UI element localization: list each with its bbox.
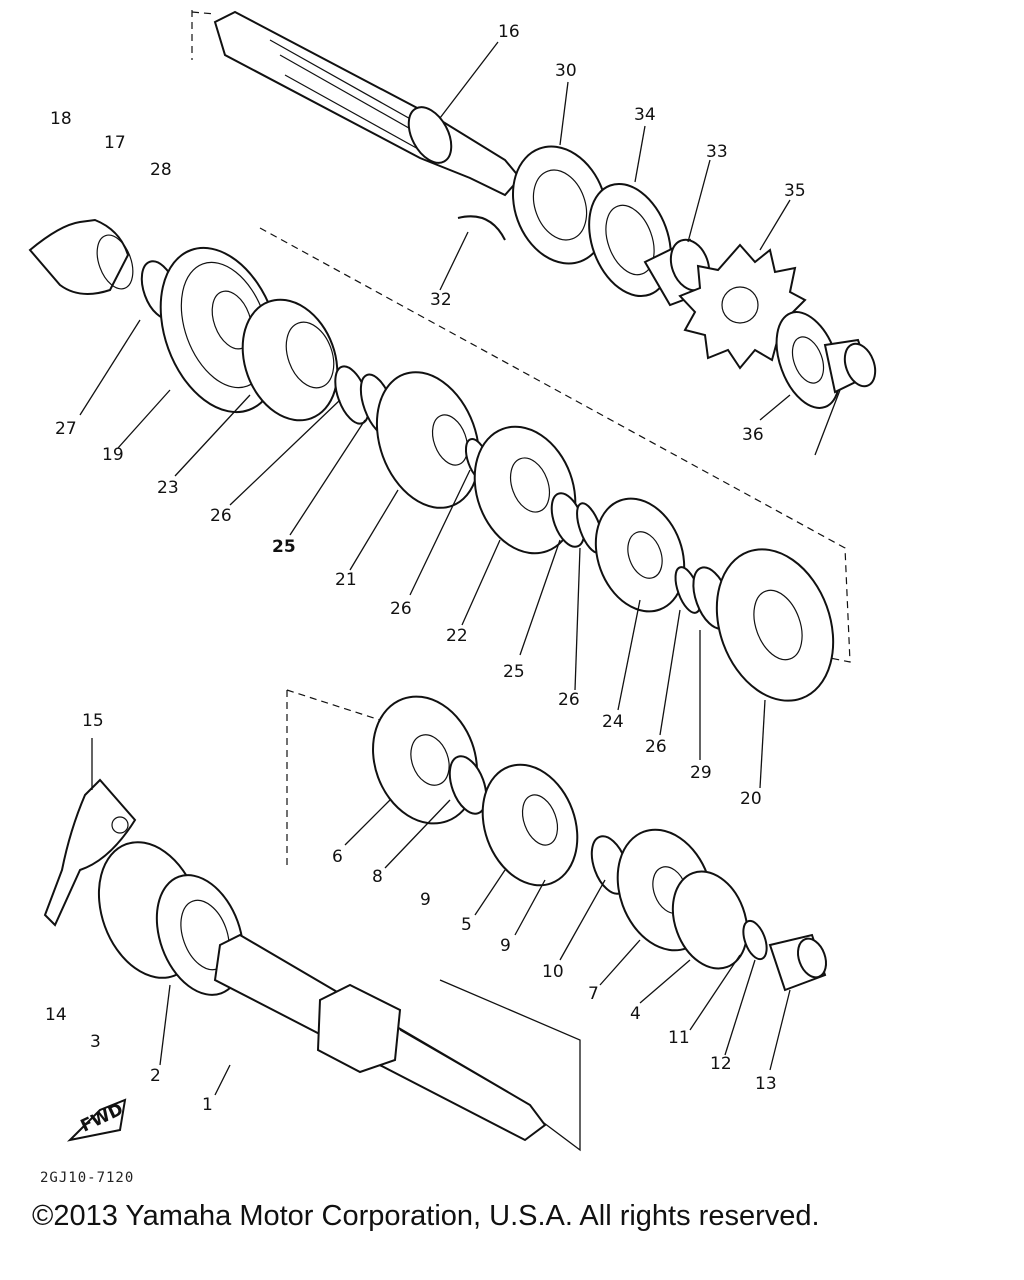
drawing-code: 2GJ10-7120	[40, 1170, 135, 1186]
callout-7: 7	[588, 984, 599, 1004]
callout-25-b: 25	[503, 662, 525, 682]
washer	[448, 755, 488, 815]
gear-21	[375, 371, 481, 509]
callout-24: 24	[602, 712, 624, 732]
callout-8: 8	[372, 867, 383, 887]
gear-23	[241, 298, 339, 422]
fwd-arrow-icon: FWD	[66, 1098, 126, 1142]
callout-13: 13	[755, 1074, 777, 1094]
callout-33: 34	[634, 105, 656, 125]
callout-14: 14	[45, 1005, 67, 1025]
callout-31: 32	[430, 290, 452, 310]
callout-22: 22	[446, 626, 468, 646]
callout-16: 16	[498, 22, 520, 42]
callout-26-d: 26	[645, 737, 667, 757]
callout-2: 2	[150, 1066, 161, 1086]
gear-4	[671, 870, 749, 970]
callout-26-a: 26	[210, 506, 232, 526]
callout-18: 18	[50, 109, 72, 129]
callout-5: 5	[461, 915, 472, 935]
drive-sprocket	[678, 243, 807, 370]
callout-labels: 16 30 34 33 35 18 17 28 32 36 27 19 23 2…	[45, 22, 806, 1115]
main-axle	[213, 933, 547, 1142]
sprocket-nut	[823, 338, 877, 394]
callout-23: 23	[157, 478, 179, 498]
callout-28: 28	[150, 160, 172, 180]
main-axle-assembly: FWD	[43, 689, 828, 1152]
callout-30: 30	[555, 61, 577, 81]
callout-10: 10	[542, 962, 564, 982]
gear-6	[372, 695, 478, 825]
callout-9-a: 9	[420, 890, 431, 910]
callout-11: 11	[668, 1028, 690, 1048]
callout-15: 15	[82, 711, 104, 731]
collar	[768, 933, 828, 992]
callout-27: 27	[55, 419, 77, 439]
callout-19: 19	[102, 445, 124, 465]
drive-axle-assembly	[28, 10, 877, 702]
shift-cam-lever	[43, 778, 137, 927]
copyright-notice: ©2013 Yamaha Motor Corporation, U.S.A. A…	[32, 1200, 820, 1232]
washer	[742, 919, 768, 961]
callout-3: 3	[90, 1032, 101, 1052]
callout-25-a: 25	[272, 537, 296, 557]
callout-34: 35	[784, 181, 806, 201]
callout-35: 36	[742, 425, 764, 445]
leader-lines	[79, 41, 841, 1096]
callout-26-b: 26	[390, 599, 412, 619]
circlip	[457, 215, 506, 241]
callout-32: 33	[706, 142, 728, 162]
callout-17: 17	[104, 133, 126, 153]
callout-26-c: 26	[558, 690, 580, 710]
callout-4: 4	[630, 1004, 641, 1024]
callout-9-b: 9	[500, 936, 511, 956]
gear-24	[594, 497, 686, 613]
callout-6: 6	[332, 847, 343, 867]
callout-29: 29	[690, 763, 712, 783]
drive-axle	[213, 10, 522, 197]
callout-20: 20	[740, 789, 762, 809]
gear-20	[715, 548, 835, 702]
callout-12: 12	[710, 1054, 732, 1074]
callout-1: 1	[202, 1095, 213, 1115]
gear-22	[473, 425, 577, 555]
gear-5	[481, 763, 579, 887]
callout-21: 21	[335, 570, 357, 590]
transmission-exploded-diagram: FWD	[28, 10, 877, 1152]
